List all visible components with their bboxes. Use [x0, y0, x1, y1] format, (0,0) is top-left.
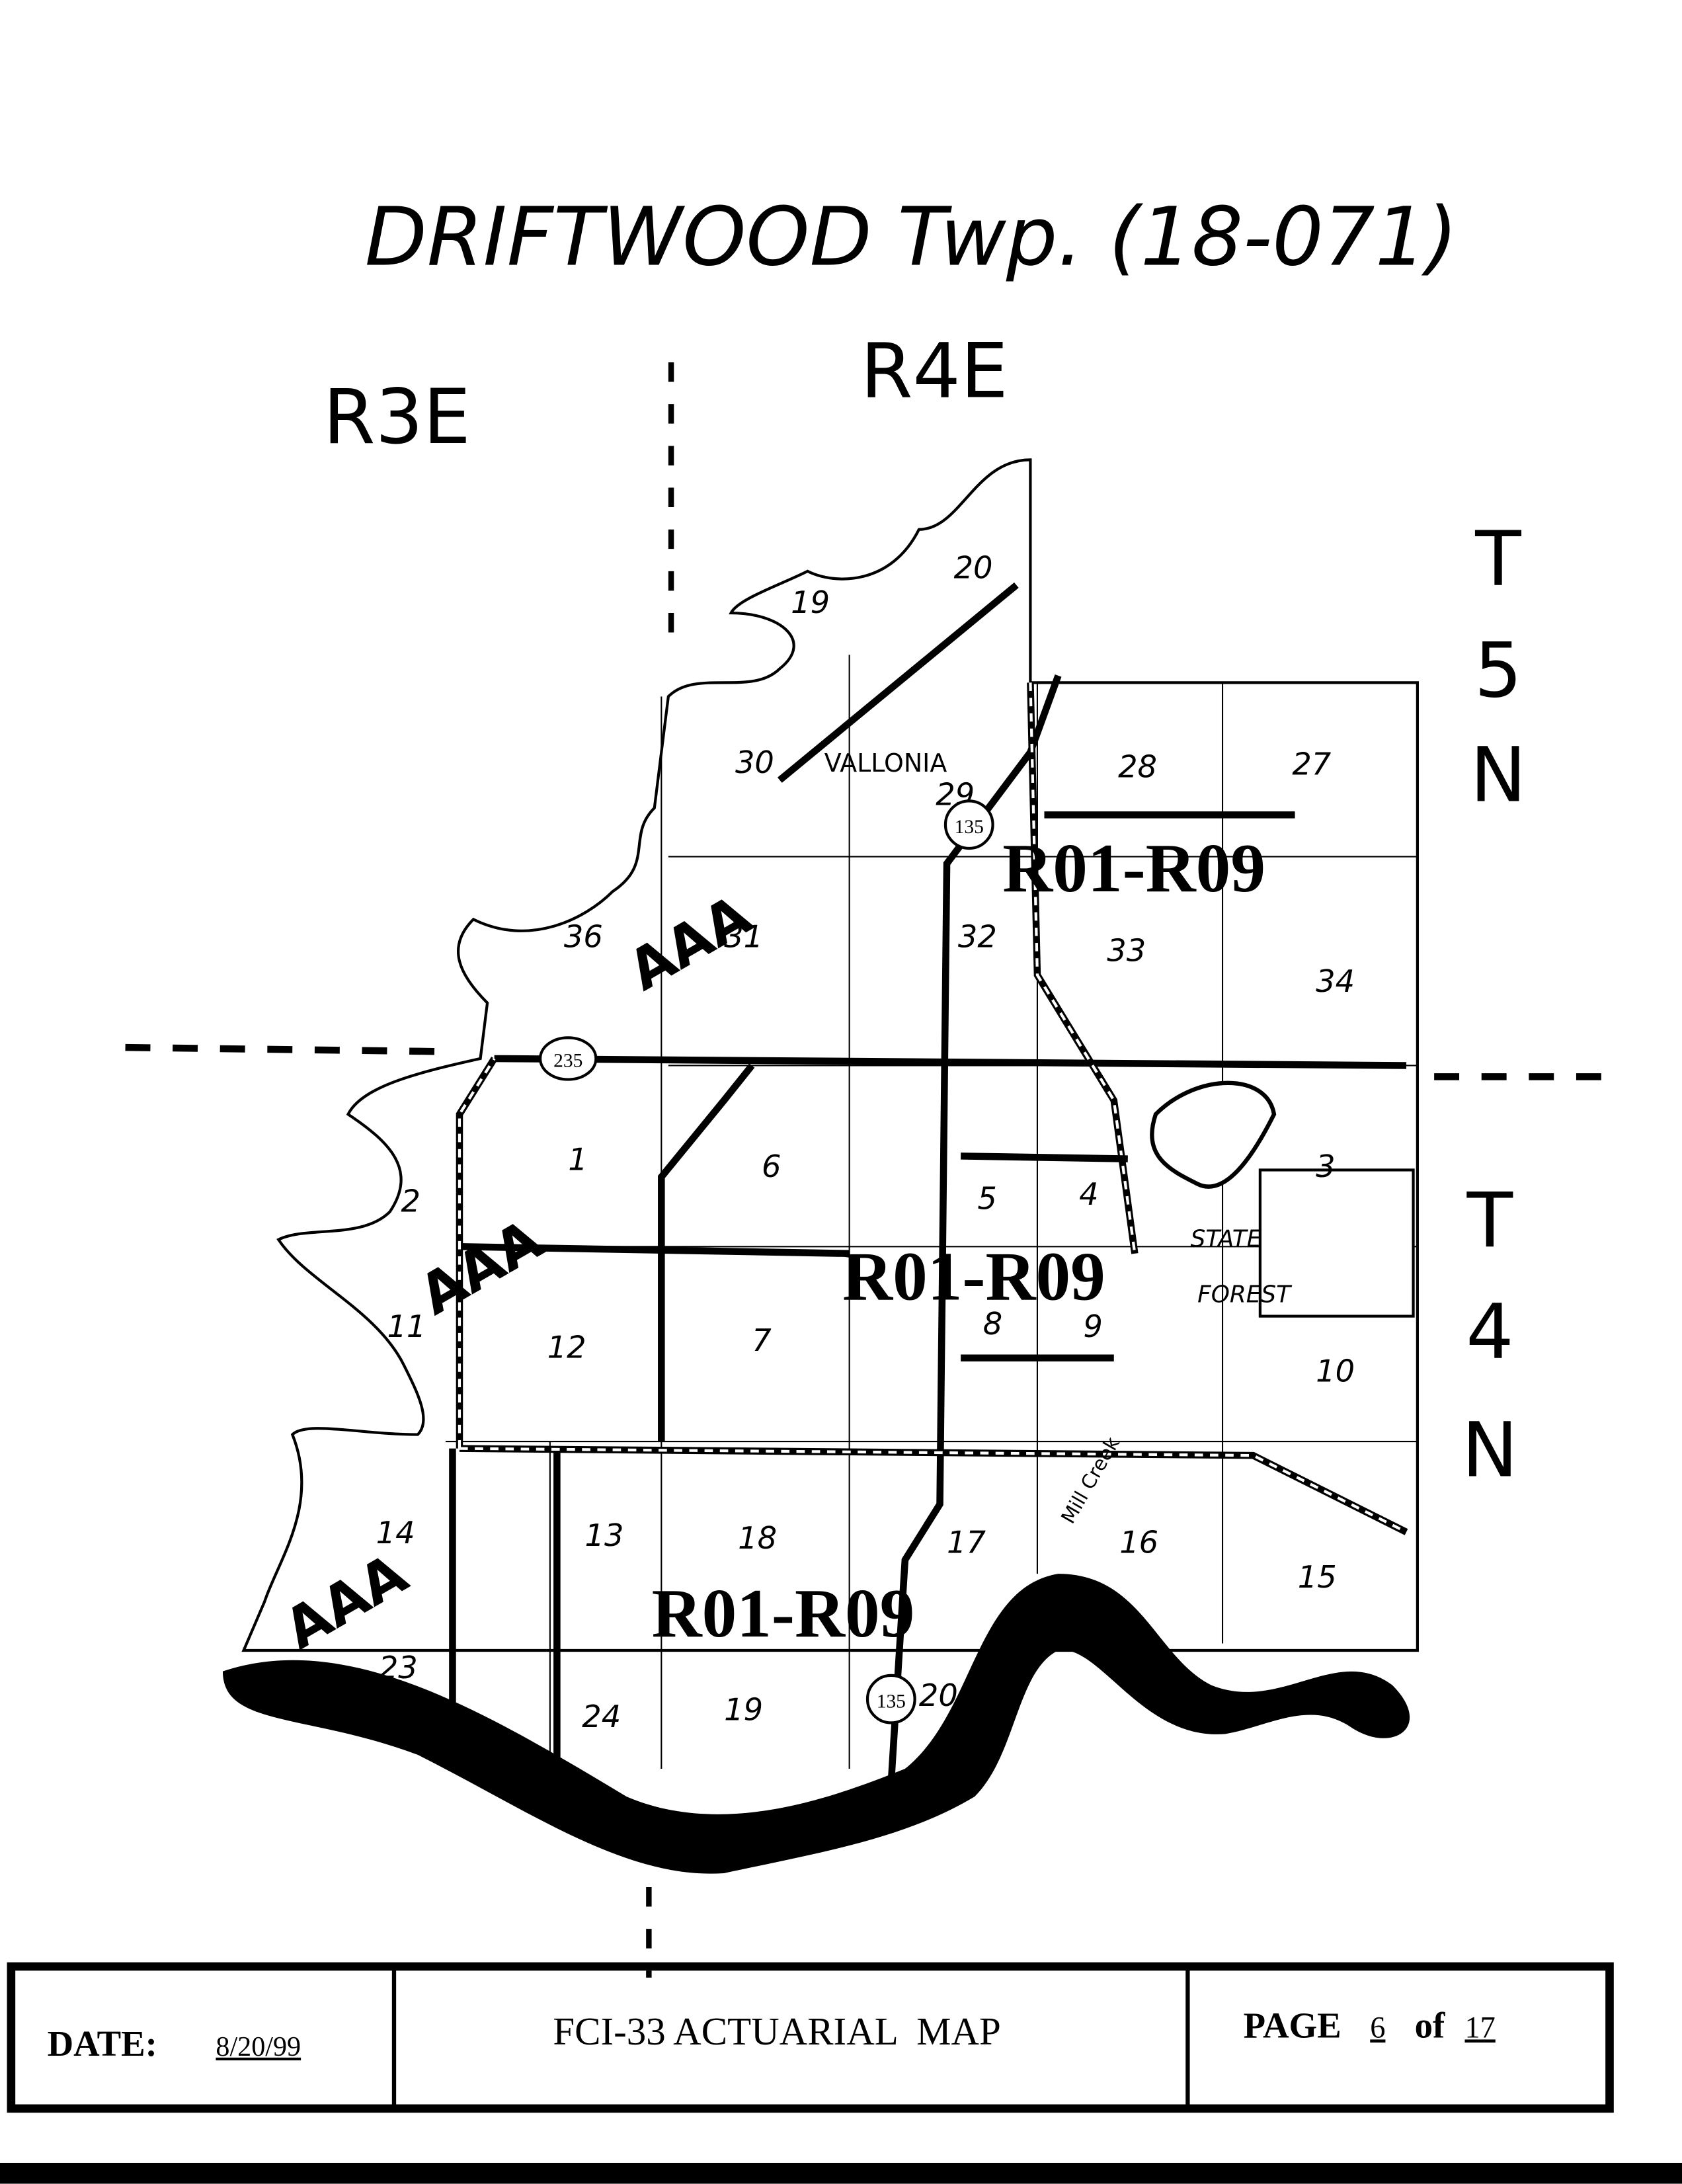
svg-text:2: 2 — [401, 1184, 421, 1219]
range-label-r3e: R3E — [323, 373, 471, 461]
state-forest-label-2: FOREST — [1197, 1281, 1293, 1309]
svg-text:20: 20 — [919, 1678, 958, 1713]
svg-text:135: 135 — [877, 1691, 906, 1712]
svg-text:15: 15 — [1298, 1559, 1337, 1595]
state-forest-area — [1258, 1168, 1415, 1318]
svg-text:6: 6 — [762, 1149, 781, 1184]
svg-text:24: 24 — [582, 1699, 621, 1734]
state-forest-label: STATE — [1191, 1225, 1262, 1252]
svg-text:N: N — [1462, 1406, 1518, 1494]
svg-text:8: 8 — [983, 1306, 1002, 1342]
svg-text:31: 31 — [724, 918, 763, 954]
svg-text:1: 1 — [568, 1141, 587, 1177]
svg-text:16: 16 — [1119, 1525, 1158, 1560]
svg-text:30: 30 — [735, 745, 774, 780]
svg-text:36: 36 — [564, 918, 603, 954]
svg-text:T: T — [1474, 515, 1521, 603]
township-label-t5n: T 5 N — [1470, 515, 1526, 819]
page-current: 6 — [1370, 2011, 1385, 2044]
lake — [1150, 1080, 1277, 1189]
highway-shield-135-south: 135 — [865, 1674, 916, 1724]
svg-text:23: 23 — [379, 1650, 418, 1685]
svg-text:10: 10 — [1316, 1354, 1355, 1389]
footer-title-block: DATE: 8/20/99 FCI-33 ACTUARIAL MAP PAGE … — [7, 1962, 1614, 2113]
highway-shield-135-north: 135 — [943, 799, 994, 850]
svg-text:32: 32 — [958, 918, 997, 954]
svg-text:235: 235 — [553, 1051, 582, 1072]
svg-text:28: 28 — [1118, 749, 1157, 785]
svg-text:5: 5 — [977, 1180, 996, 1216]
svg-text:14: 14 — [376, 1515, 415, 1551]
svg-text:27: 27 — [1292, 746, 1331, 782]
page-of: of — [1415, 2005, 1445, 2045]
rate-zone-label: R01-R09 — [842, 1237, 1105, 1314]
township-outline — [241, 458, 1419, 1652]
river — [222, 1574, 1410, 1874]
svg-text:18: 18 — [738, 1520, 777, 1556]
map-title: DRIFTWOOD Twp. (18-071) — [365, 190, 1458, 284]
township-label-t4n: T 4 N — [1462, 1176, 1518, 1494]
roads — [449, 582, 1408, 1783]
svg-text:T: T — [1466, 1176, 1513, 1264]
rate-zone-label: R01-R09 — [1002, 829, 1265, 907]
svg-text:19: 19 — [724, 1691, 763, 1727]
town-label-vallonia: VALLONIA — [824, 748, 947, 778]
highway-shield-235: 235 — [539, 1036, 598, 1081]
page-label: PAGE — [1244, 2005, 1342, 2045]
svg-text:13: 13 — [585, 1517, 624, 1553]
svg-text:17: 17 — [947, 1525, 986, 1560]
svg-text:4: 4 — [1466, 1288, 1513, 1376]
svg-text:3: 3 — [1316, 1149, 1335, 1184]
svg-text:20: 20 — [954, 549, 993, 585]
svg-text:9: 9 — [1083, 1309, 1102, 1344]
page-total: 17 — [1464, 2011, 1495, 2044]
svg-text:11: 11 — [387, 1309, 426, 1344]
rate-zone-label: R01-R09 — [652, 1574, 915, 1652]
date-label: DATE: — [48, 2023, 157, 2064]
svg-text:7: 7 — [752, 1322, 772, 1358]
svg-text:5: 5 — [1474, 626, 1522, 714]
map-type-title: FCI-33 ACTUARIAL MAP — [553, 2009, 1000, 2053]
range-label-r4e: R4E — [860, 327, 1008, 415]
date-value: 8/20/99 — [216, 2031, 301, 2062]
svg-text:12: 12 — [547, 1330, 586, 1365]
bottom-scan-border — [0, 2162, 1682, 2184]
township-boundary-line-west — [125, 1043, 446, 1055]
svg-text:135: 135 — [955, 817, 984, 838]
svg-text:33: 33 — [1107, 933, 1146, 969]
svg-text:4: 4 — [1079, 1176, 1098, 1212]
svg-text:19: 19 — [791, 585, 830, 620]
section-numbers-t4n: 1 6 5 4 3 2 11 12 7 8 9 10 14 13 18 17 1… — [376, 1141, 1355, 1734]
svg-text:N: N — [1470, 731, 1526, 819]
svg-text:34: 34 — [1316, 963, 1355, 999]
